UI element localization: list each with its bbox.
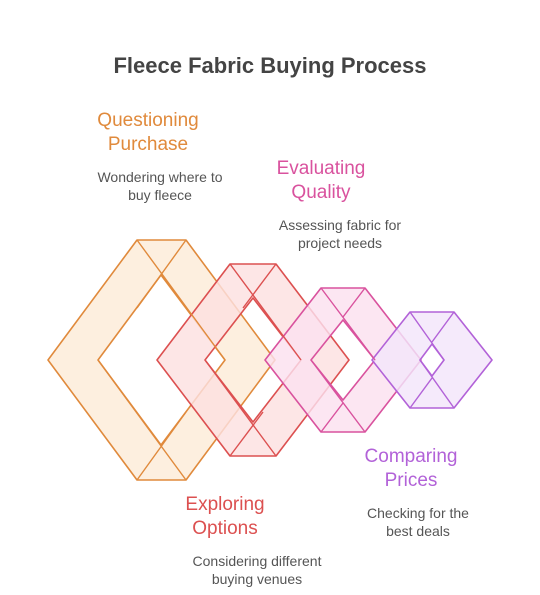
stage-title-line: Exploring <box>185 494 264 515</box>
stage-description-line: project needs <box>298 235 382 251</box>
stage-questioning: Questioning Purchase Wondering where to … <box>97 110 222 203</box>
stage-description-line: Checking for the <box>367 505 469 521</box>
stage-evaluating: Evaluating Quality Assessing fabric for … <box>277 158 402 251</box>
stage-title-line: Evaluating <box>277 158 366 179</box>
stage-title-line: Comparing <box>365 446 458 467</box>
frame-bevels <box>97 239 455 481</box>
stage-title-line: Questioning <box>97 110 198 131</box>
stage-title-line: Quality <box>291 182 351 203</box>
stage-description-line: best deals <box>386 523 450 539</box>
stage-comparing: Comparing Prices Checking for the best d… <box>365 446 470 539</box>
stage-description-line: Assessing fabric for <box>279 217 401 233</box>
bevel-lines-exploring <box>204 263 302 457</box>
stage-description-line: buying venues <box>212 571 302 587</box>
stage-title-line: Purchase <box>108 134 188 155</box>
stage-description-line: Wondering where to <box>97 169 222 185</box>
bevel-lines-comparing <box>409 311 455 409</box>
bevel-lines-evaluating <box>310 287 376 433</box>
bevel-lines-questioning <box>97 239 226 481</box>
stage-title-line: Prices <box>385 470 438 491</box>
diamond-frames <box>47 239 493 481</box>
stage-title-line: Options <box>192 518 257 539</box>
stage-exploring: Exploring Options Considering different … <box>185 494 321 587</box>
stage-description-line: Considering different <box>193 553 322 569</box>
page-title: Fleece Fabric Buying Process <box>113 53 426 78</box>
stage-description-line: buy fleece <box>128 187 192 203</box>
